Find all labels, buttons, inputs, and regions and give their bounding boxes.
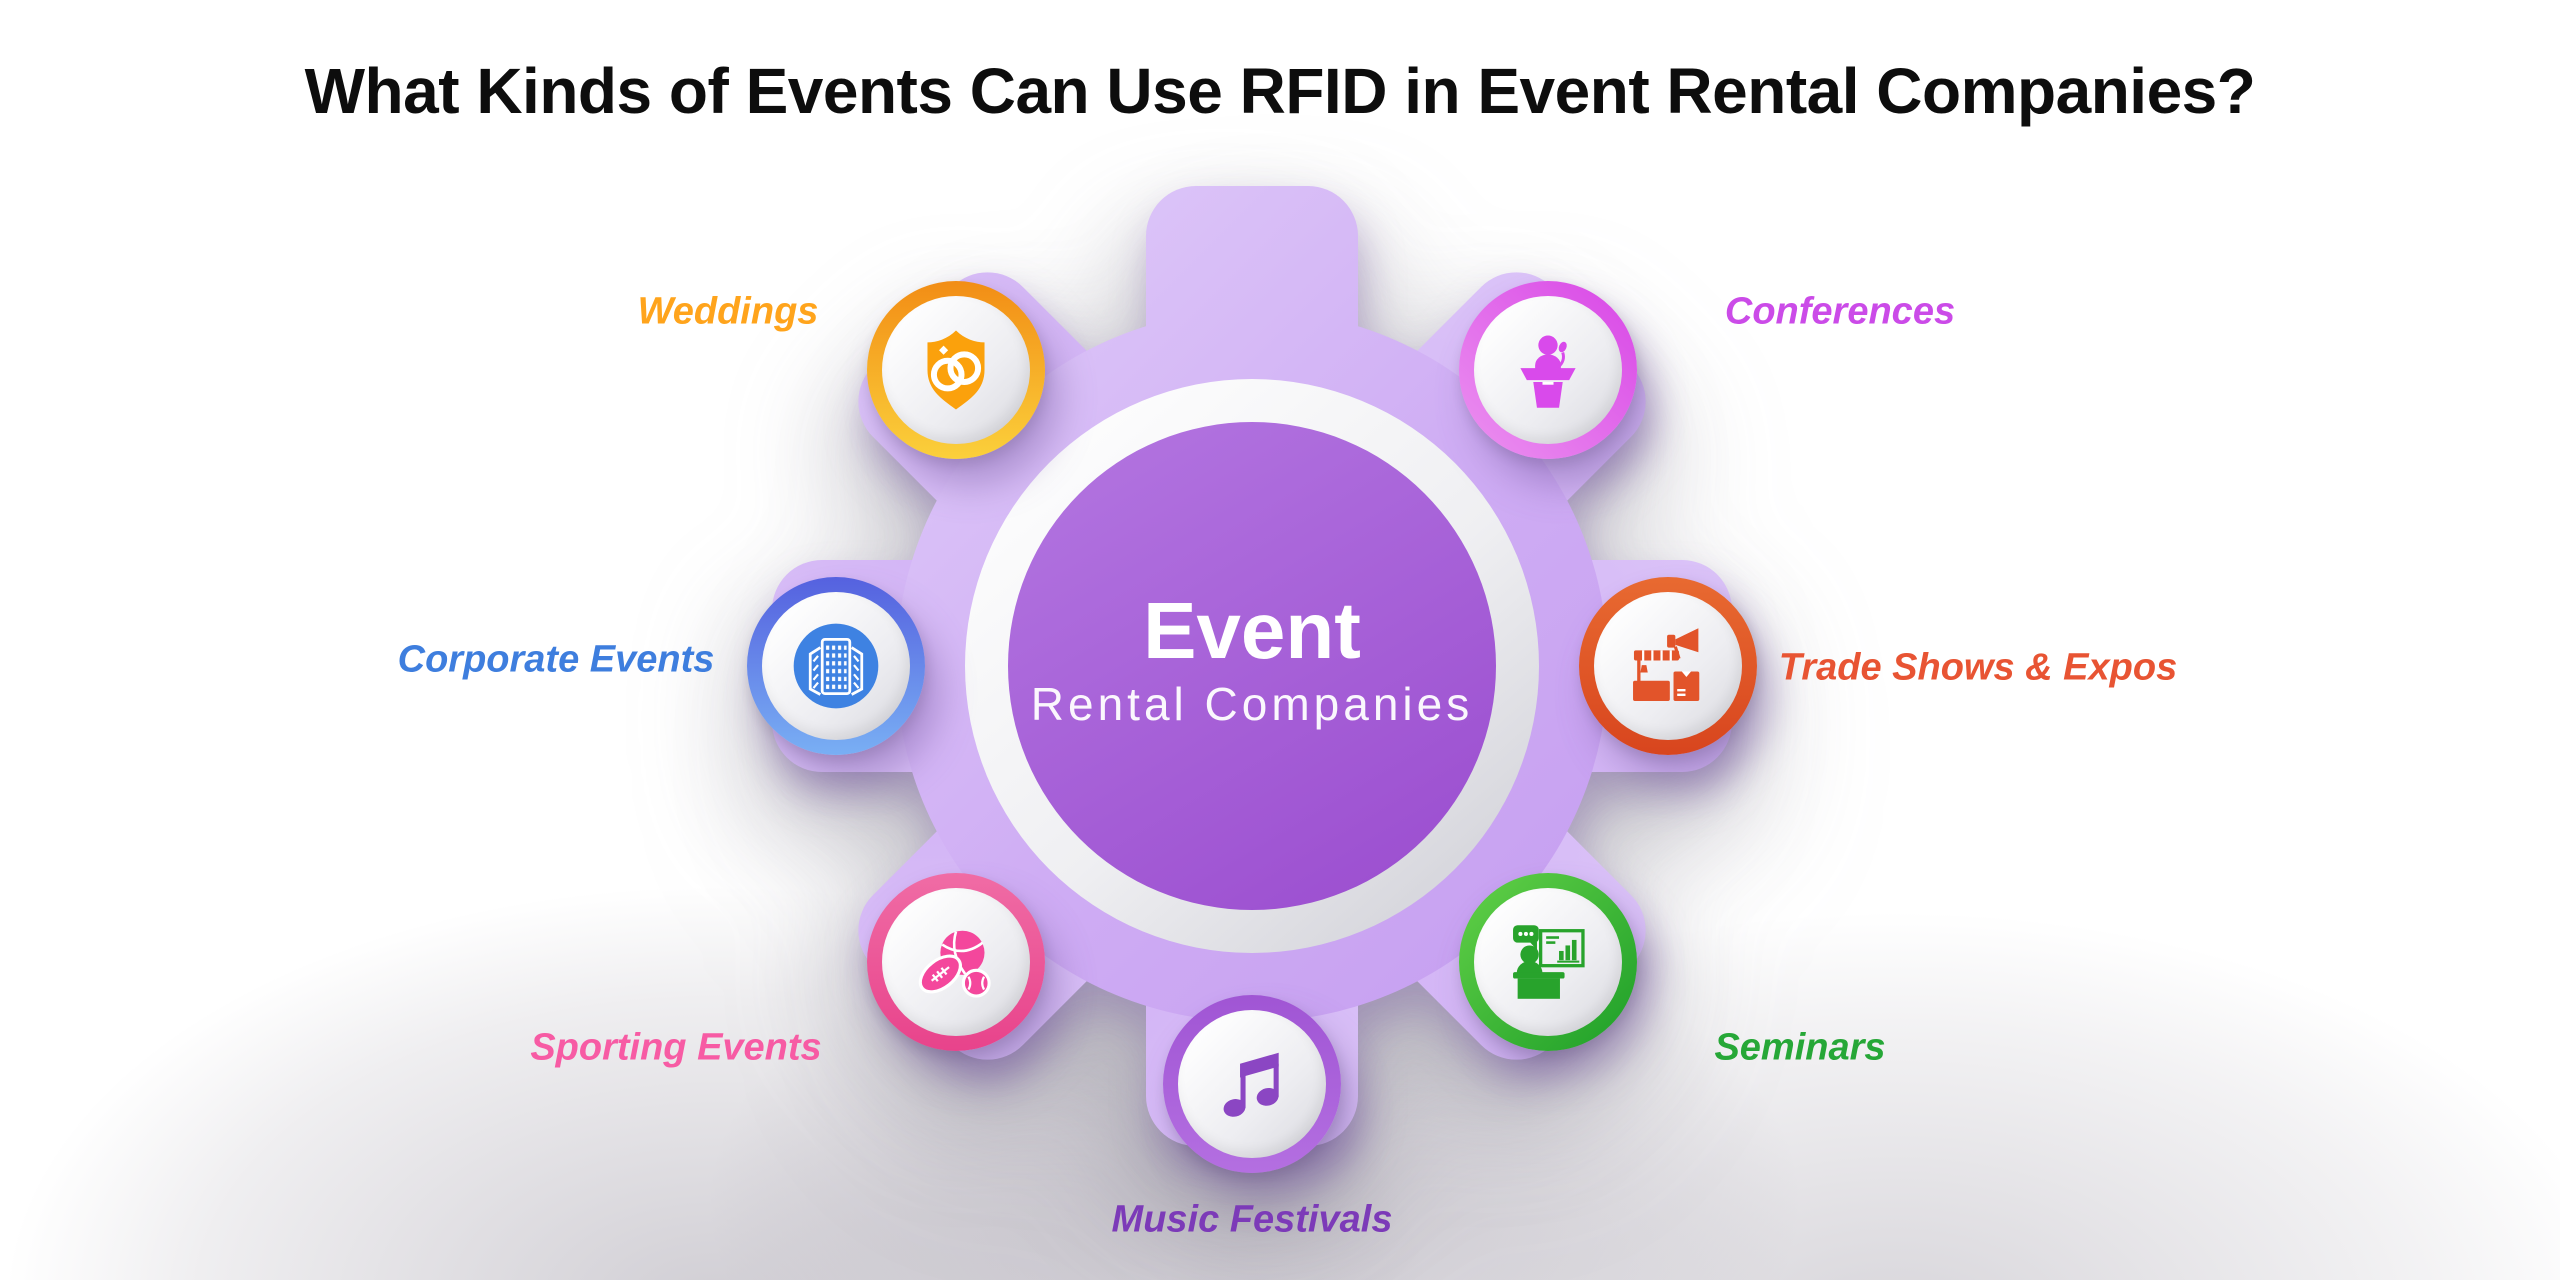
center-label: Event Rental Companies [1031, 589, 1473, 731]
speaker-podium-icon [1520, 335, 1576, 408]
node-weddings-label: Weddings [637, 290, 819, 333]
exhibition-booth-icon [1633, 628, 1700, 701]
sports-balls-icon [918, 930, 991, 998]
node-sporting-events-disc [882, 888, 1030, 1036]
center-subtitle: Rental Companies [1030, 678, 1474, 730]
node-sporting-events-label: Sporting Events [530, 1026, 822, 1069]
music-note-icon [1223, 1052, 1279, 1117]
node-corporate-events [747, 577, 925, 755]
wedding-rings-shield-icon [927, 330, 985, 410]
node-weddings [867, 281, 1045, 459]
page-title: What Kinds of Events Can Use RFID in Eve… [304, 55, 2256, 127]
node-conferences-label: Conferences [1724, 290, 1956, 333]
node-music-festivals [1163, 995, 1341, 1173]
node-corporate-events-disc [762, 592, 910, 740]
node-music-festivals-label: Music Festivals [1111, 1198, 1393, 1241]
node-seminars-label: Seminars [1714, 1026, 1886, 1069]
presentation-desk-icon [1513, 925, 1585, 999]
node-trade-shows [1579, 577, 1757, 755]
node-seminars-disc [1474, 888, 1622, 1036]
node-weddings-disc [882, 296, 1030, 444]
node-sporting-events [867, 873, 1045, 1051]
node-conferences [1459, 281, 1637, 459]
node-conferences-disc [1474, 296, 1622, 444]
center-title: Event [1143, 586, 1361, 675]
node-corporate-events-label: Corporate Events [397, 638, 715, 681]
node-seminars [1459, 873, 1637, 1051]
center-purple-circle [1008, 422, 1496, 910]
office-building-icon [793, 623, 879, 709]
node-trade-shows-label: Trade Shows & Expos [1778, 646, 2178, 689]
node-music-festivals-disc [1178, 1010, 1326, 1158]
node-trade-shows-disc [1594, 592, 1742, 740]
